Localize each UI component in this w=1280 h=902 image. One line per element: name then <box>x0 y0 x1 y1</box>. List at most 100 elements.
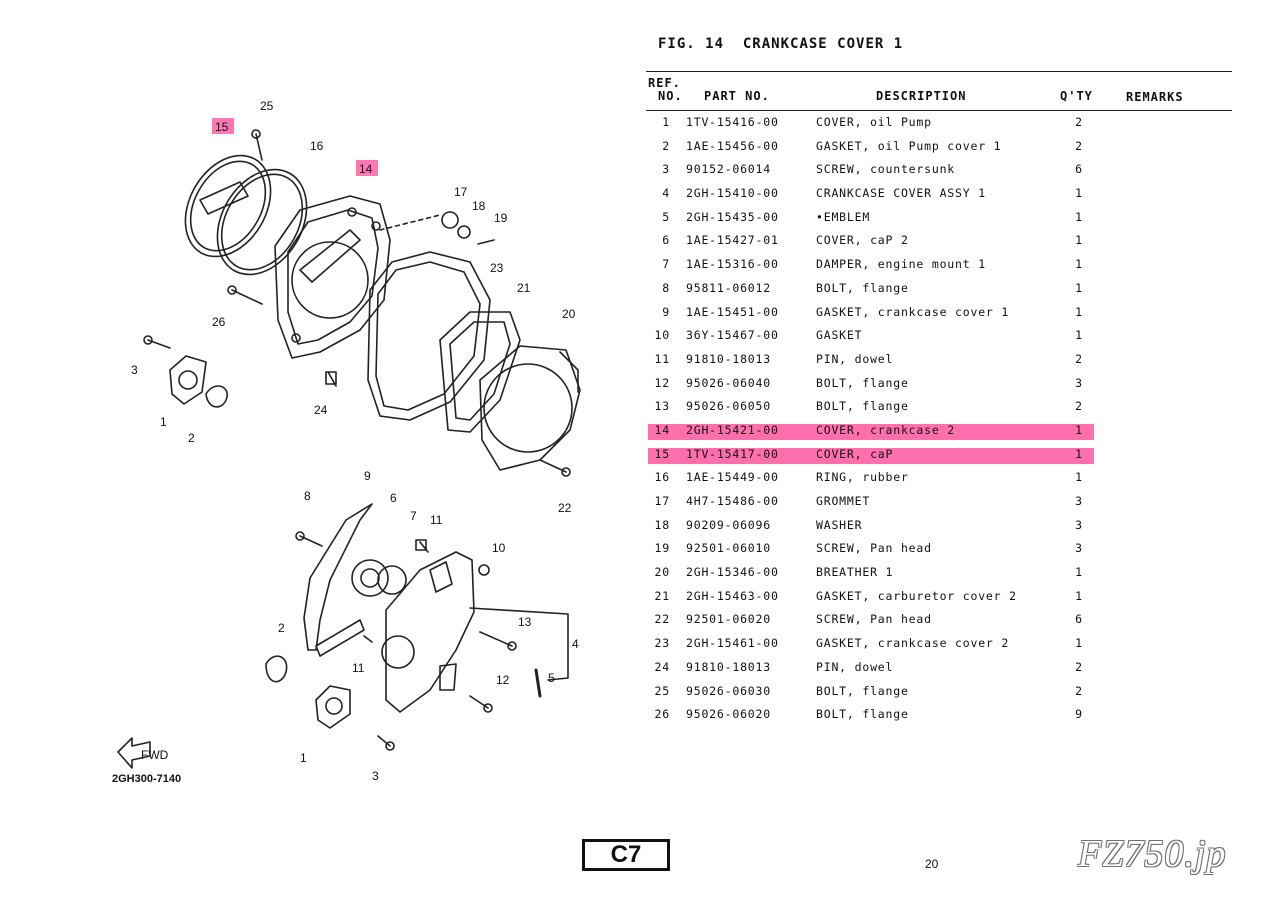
page-number: 20 <box>925 857 939 871</box>
part-description: COVER, oil Pump <box>816 115 932 129</box>
part-number: 1AE-15449-00 <box>686 470 779 485</box>
quantity: 3 <box>1075 517 1083 532</box>
callout-number: 9 <box>364 469 371 483</box>
quantity: 1 <box>1075 209 1083 224</box>
diagram-code: 2GH300-7140 <box>112 773 182 785</box>
watermark: FZ750.jp <box>1078 833 1227 875</box>
quantity: 1 <box>1075 328 1083 343</box>
callout-number: 26 <box>212 315 226 329</box>
callout-number: 19 <box>494 211 508 225</box>
part-cap-drawing <box>184 154 272 258</box>
part-description: GASKET, oil Pump cover 1 <box>816 138 1002 153</box>
part-number: 2GH-15463-00 <box>686 588 779 603</box>
part-number: 1TV-15416-00 <box>686 115 779 129</box>
part-description: SCREW, countersunk <box>816 162 956 177</box>
ref-number: 13 <box>654 399 670 414</box>
ref-number: 19 <box>654 541 670 556</box>
ref-number: 3 <box>662 162 670 177</box>
ref-number: 12 <box>654 375 670 390</box>
part-number: 2GH-15421-00 <box>686 422 779 437</box>
callout-number: 3 <box>131 363 138 377</box>
quantity: 1 <box>1075 186 1083 201</box>
quantity: 1 <box>1075 304 1083 319</box>
part-crankcase-cover-drawing <box>274 195 391 359</box>
table-row: 18 90209-06096 WASHER 3 <box>646 514 1236 538</box>
part-gasket-2-drawing <box>367 251 491 421</box>
part-number: 90152-06014 <box>686 162 771 177</box>
callout-number: 20 <box>562 307 576 321</box>
callout-number: 2 <box>188 431 195 445</box>
callout-number: 16 <box>310 139 324 153</box>
ref-number: 6 <box>662 233 670 248</box>
part-description: BOLT, flange <box>816 399 909 414</box>
col-ref-line1: REF. <box>648 76 681 90</box>
col-qty: Q'TY <box>1060 89 1093 103</box>
callout-number: 2 <box>278 621 285 635</box>
ref-number: 17 <box>654 494 670 508</box>
quantity: 9 <box>1075 707 1083 722</box>
callout-number: 3 <box>372 769 379 783</box>
part-number: 1AE-15456-00 <box>686 138 779 153</box>
callout-number: 14 <box>359 162 373 176</box>
callout-number: 5 <box>548 671 555 685</box>
ref-number: 21 <box>654 588 670 603</box>
ref-number: 15 <box>654 446 670 461</box>
section-code-box: C7 <box>582 839 670 871</box>
part-description: SCREW, Pan head <box>816 612 932 627</box>
ref-number: 25 <box>654 683 670 698</box>
quantity: 3 <box>1075 375 1083 390</box>
ref-number: 4 <box>662 186 670 201</box>
part-number: 95026-06040 <box>686 375 771 390</box>
part-description: GASKET, crankcase cover 2 <box>816 636 1010 651</box>
col-ref-line2: NO. <box>658 89 683 103</box>
part-number: 1AE-15427-01 <box>686 233 779 248</box>
callout-number: 1 <box>160 415 167 429</box>
quantity: 1 <box>1075 470 1083 485</box>
part-number: 2GH-15461-00 <box>686 636 779 651</box>
ref-number: 22 <box>654 612 670 627</box>
quantity: 2 <box>1075 115 1083 129</box>
part-number: 95811-06012 <box>686 280 771 295</box>
part-description: CRANKCASE COVER ASSY 1 <box>816 186 986 201</box>
quantity: 6 <box>1075 612 1083 627</box>
quantity: 3 <box>1075 494 1083 508</box>
ref-number: 24 <box>654 659 670 674</box>
part-number: 91810-18013 <box>686 659 771 674</box>
callout-number: 13 <box>518 615 532 629</box>
callout-number: 8 <box>304 489 311 503</box>
part-description: WASHER <box>816 517 863 532</box>
col-part-no: PART NO. <box>704 89 770 103</box>
ref-number: 18 <box>654 517 670 532</box>
quantity: 6 <box>1075 162 1083 177</box>
quantity: 1 <box>1075 422 1083 437</box>
part-description: COVER, crankcase 2 <box>816 422 956 437</box>
part-crankcase-cover-assy-drawing <box>381 551 475 713</box>
part-number: 95026-06030 <box>686 683 771 698</box>
callout-number: 21 <box>517 281 531 295</box>
quantity: 1 <box>1075 446 1083 461</box>
callout-number: 11 <box>430 513 443 527</box>
callout-number: 15 <box>215 120 229 134</box>
part-description: COVER, caP 2 <box>816 233 909 248</box>
part-number: 90209-06096 <box>686 517 771 532</box>
part-description: BOLT, flange <box>816 375 909 390</box>
part-description: SCREW, Pan head <box>816 541 932 556</box>
quantity: 1 <box>1075 588 1083 603</box>
